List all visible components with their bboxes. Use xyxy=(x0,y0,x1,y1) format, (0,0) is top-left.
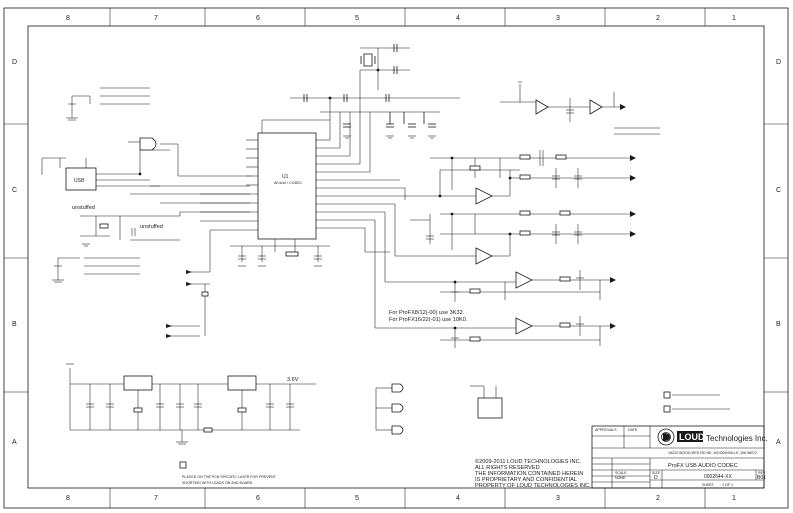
top-ground-symbols xyxy=(343,135,436,139)
zone-labels: 8 7 6 5 4 3 2 1 8 7 6 5 4 3 2 1 D C B A … xyxy=(12,15,781,502)
copyright-line5: PROPERTY OF LOUD TECHNOLOGIES INC. xyxy=(475,483,591,489)
zone-row-c-left: C xyxy=(12,187,17,194)
zone-col-5-bottom: 5 xyxy=(355,495,359,502)
esd-protection-mid-left xyxy=(52,257,140,283)
logo-wordmark: LOUD xyxy=(679,432,705,442)
zone-col-8-top: 8 xyxy=(66,15,70,22)
document-number: 0002644-XX xyxy=(704,474,732,480)
crystal-oscillator xyxy=(360,53,376,67)
zone-col-3-top: 3 xyxy=(556,15,560,22)
copyright-line3: THE INFORMATION CONTAINED HEREIN xyxy=(475,471,583,477)
sheet-label: SHEET xyxy=(702,483,715,487)
zone-col-6-bottom: 6 xyxy=(256,495,260,502)
control-net-lines xyxy=(166,229,236,337)
usb-connector: USB xyxy=(41,149,250,204)
junction-dots xyxy=(138,68,512,330)
footnote-line1: PLACED ON THE PCB SPECIFIC LAYER FOR PRE… xyxy=(182,475,277,479)
top-capacitors xyxy=(303,44,436,128)
pointer-arrows-left xyxy=(166,270,192,338)
size-label: SIZE xyxy=(652,471,661,475)
zone-col-4-top: 4 xyxy=(456,15,460,22)
zone-col-4-bottom: 4 xyxy=(456,495,460,502)
usb-connector-label: USB xyxy=(74,178,85,184)
output-buffer-top xyxy=(500,81,660,135)
company-name: Technologies Inc. xyxy=(706,434,768,443)
zone-row-a-left: A xyxy=(12,439,17,446)
zone-col-3-bottom: 3 xyxy=(556,495,560,502)
title-block: APPROVALS DATE LOUD Technologies Inc. 16… xyxy=(591,425,768,489)
below-ic-components xyxy=(230,245,330,267)
size-value: D xyxy=(654,475,658,481)
unstuffed-note-1: unstuffed xyxy=(72,205,95,211)
drawing-title: ProFX USB AUDIO CODEC xyxy=(668,463,738,469)
approvals-label: APPROVALS xyxy=(595,428,617,432)
unstuffed-note-2: unstuffed xyxy=(140,224,163,230)
zone-row-d-right: D xyxy=(776,59,781,66)
right-small-notes xyxy=(663,391,730,413)
date-label: DATE xyxy=(628,428,638,432)
footnote-block: PLACED ON THE PCB SPECIFIC LAYER FOR PRE… xyxy=(179,461,277,485)
main-codec-ic: U1 AK4xxx / CODEC xyxy=(200,132,410,255)
copyright-line4: IS PROPRIETARY AND CONFIDENTIAL xyxy=(475,477,577,483)
copyright-line1: ©2009-2011 LOUD TECHNOLOGIES INC. xyxy=(475,458,582,465)
logic-buffer-gate xyxy=(128,137,250,177)
scale-value: NONE xyxy=(615,476,626,480)
zone-col-7-bottom: 7 xyxy=(154,495,158,502)
footnote-line2: SHORTING WITH LEADS ON 2ND BOARD xyxy=(182,481,253,485)
zone-row-b-left: B xyxy=(12,321,17,328)
company-address: 16220 WOOD-RED RD NE, WOODINVILLE, WA 98… xyxy=(668,451,757,455)
rev-value: B01 xyxy=(757,475,766,481)
opamp-stage-1 xyxy=(404,150,636,205)
esd-protection-top-left xyxy=(66,87,150,121)
scale-label: SCALE xyxy=(615,471,627,475)
zone-col-6-top: 6 xyxy=(256,15,260,22)
copyright-block: ©2009-2011 LOUD TECHNOLOGIES INC. ALL RI… xyxy=(475,458,591,489)
zone-col-8-bottom: 8 xyxy=(66,495,70,502)
rev-label: REV xyxy=(758,471,766,475)
test-points xyxy=(375,383,503,435)
copyright-line2: ALL RIGHTS RESERVED xyxy=(475,465,540,471)
unstuffed-network-left xyxy=(80,211,250,247)
supply-voltage-label: 3.6V xyxy=(287,377,299,383)
zone-col-2-bottom: 2 xyxy=(656,495,660,502)
loud-logo: LOUD xyxy=(657,428,705,446)
zone-col-1-bottom: 1 xyxy=(732,495,736,502)
sheet-value: 1 OF 1 xyxy=(722,483,733,487)
main-codec-part: AK4xxx / CODEC xyxy=(274,181,303,185)
main-codec-refdes: U1 xyxy=(282,174,289,180)
zone-ticks xyxy=(4,8,788,508)
zone-row-a-right: A xyxy=(776,439,781,446)
zone-row-b-right: B xyxy=(776,321,781,328)
variant-note-line1: For ProFX8/12(-00) use 3K32. xyxy=(389,310,465,316)
zone-col-1-top: 1 xyxy=(732,15,736,22)
opamp-stage-2 xyxy=(394,204,636,265)
zone-col-5-top: 5 xyxy=(355,15,359,22)
opamp-stage-4 xyxy=(364,220,616,348)
power-supply-section xyxy=(66,363,316,445)
zone-row-d-left: D xyxy=(12,59,17,66)
zone-col-7-top: 7 xyxy=(154,15,158,22)
zone-row-c-right: C xyxy=(776,187,781,194)
opamp-stage-3 xyxy=(384,212,616,302)
variant-note-line2: For ProFX16/22(-01) use 10K0. xyxy=(389,317,468,323)
zone-col-2-top: 2 xyxy=(656,15,660,22)
